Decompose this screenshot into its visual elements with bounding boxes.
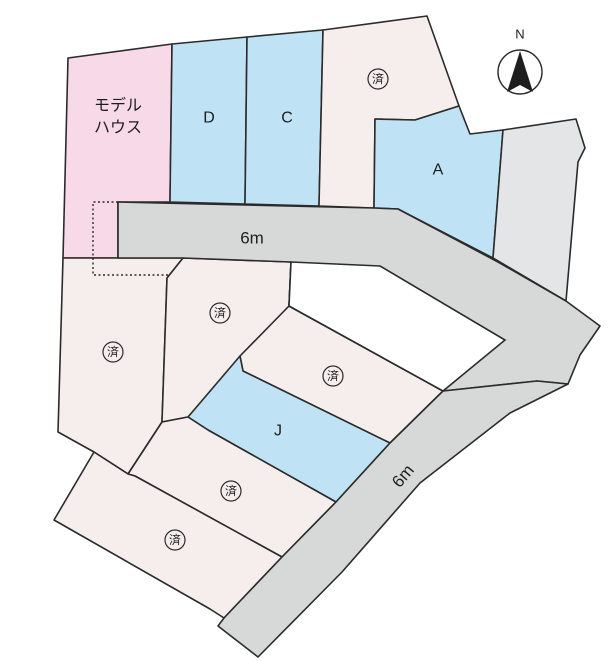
svg-text:済: 済 xyxy=(225,483,237,498)
open-space xyxy=(288,261,507,392)
sold-mark: 済 xyxy=(322,365,344,387)
sold-mark: 済 xyxy=(220,480,242,502)
compass: N xyxy=(497,27,543,95)
dotted-boundary xyxy=(92,201,170,276)
lot-model-house-label-2: ハウス xyxy=(94,119,142,137)
lot-model-house-label-1: モデル xyxy=(94,96,142,115)
svg-text:済: 済 xyxy=(169,532,181,547)
lot-d-label: D xyxy=(203,110,215,127)
svg-text:済: 済 xyxy=(327,368,339,383)
sold-mark: 済 xyxy=(102,341,124,363)
sold-mark: 済 xyxy=(164,529,186,551)
road-horizontal-width-label: 6m xyxy=(240,229,264,248)
lot-c-label: C xyxy=(281,110,293,127)
north-arrow-icon xyxy=(507,51,533,92)
lot-a-label: A xyxy=(433,162,444,179)
sold-mark: 済 xyxy=(209,302,231,324)
svg-text:済: 済 xyxy=(214,305,226,320)
svg-text:済: 済 xyxy=(107,344,119,359)
road-diagonal xyxy=(217,380,569,658)
svg-text:済: 済 xyxy=(372,71,384,86)
lot-other-right xyxy=(492,118,586,302)
lot-j-label: J xyxy=(274,423,282,440)
sold-mark: 済 xyxy=(367,68,389,90)
compass-north-label: N xyxy=(515,27,524,42)
